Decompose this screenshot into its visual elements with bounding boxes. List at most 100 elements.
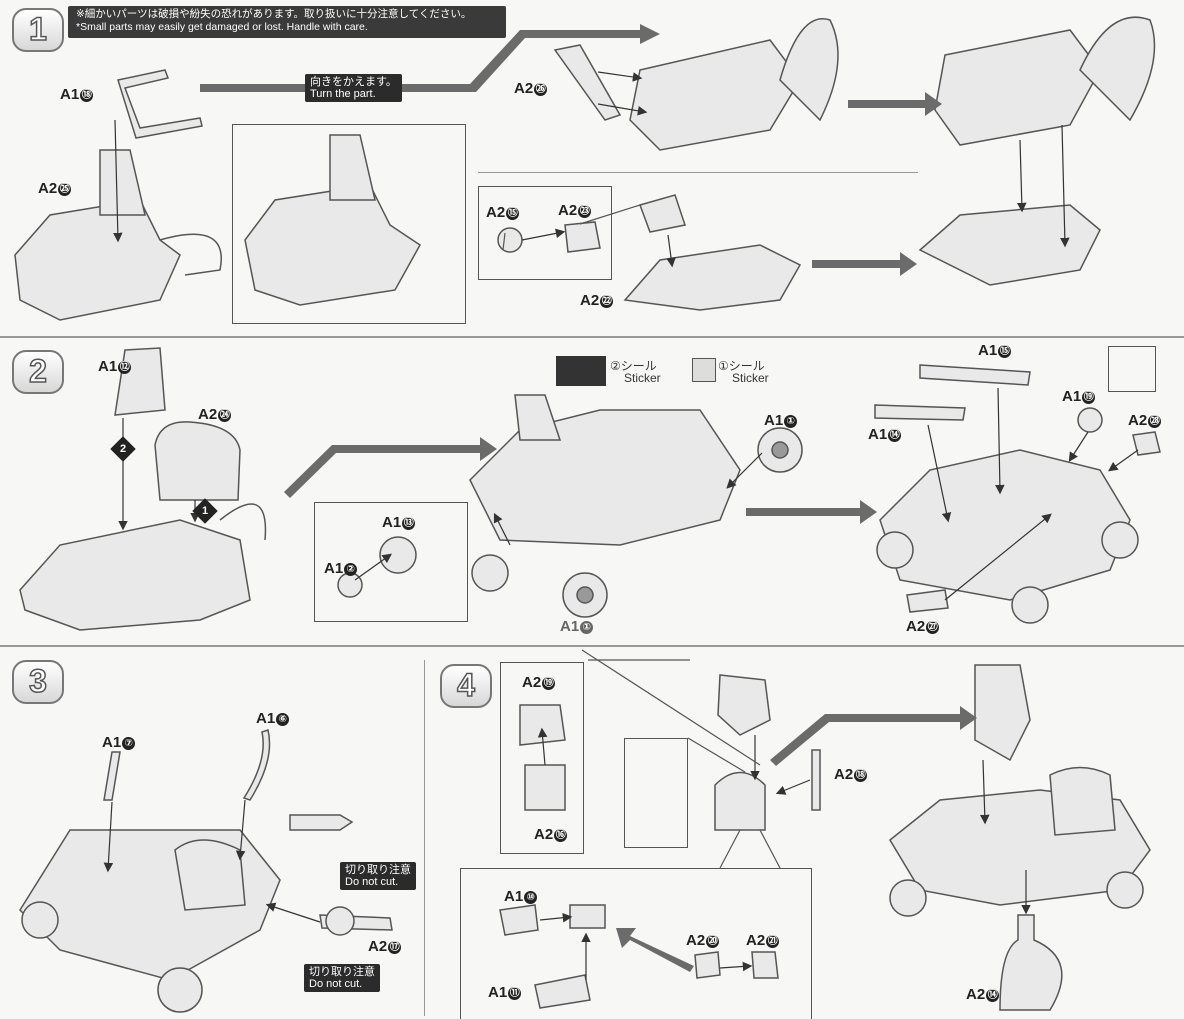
flow-arrow-s2a	[284, 437, 497, 498]
frame-step1-result	[934, 29, 1101, 146]
part-a1-6	[242, 729, 271, 801]
order-marker-2: 2	[110, 436, 136, 462]
detail-inset-step1	[232, 124, 466, 324]
figure-head	[717, 674, 771, 736]
chassis-step2-mid	[469, 409, 741, 546]
turn-part-note: 向きをかえます。 Turn the part.	[305, 74, 402, 102]
sticker-2-thumb	[556, 356, 606, 386]
figure-final	[974, 664, 1031, 762]
flow-arrow-s4a	[770, 706, 977, 766]
hub-left	[471, 554, 509, 592]
turn-part-jp: 向きをかえます。	[310, 76, 397, 88]
part-a1-7	[103, 751, 121, 801]
section-divider-1	[0, 336, 1184, 338]
part-a2-14-stand	[999, 914, 1063, 1011]
flow-arrow-s2b	[746, 500, 877, 524]
order-1-text: 1	[201, 505, 209, 517]
part-a1-18-shape	[117, 69, 203, 139]
flow-arrow-s1b	[848, 92, 942, 116]
detail-inset-wheel	[314, 502, 468, 622]
frame-step1-top	[629, 39, 801, 151]
sticker-1-label: ①シール Sticker	[718, 359, 769, 385]
part-a2-18	[811, 749, 821, 811]
part-a1-13	[379, 536, 417, 574]
figure-body	[714, 771, 766, 831]
part-a2-24	[154, 421, 241, 501]
part-a2-27	[906, 589, 949, 613]
part-a2-20	[694, 951, 721, 979]
detail-inset-a19	[1108, 346, 1156, 392]
part-a2-26	[553, 44, 622, 121]
step-4-badge: 4	[440, 664, 492, 708]
detail-inset-head	[500, 662, 584, 854]
step-3-badge: 3	[12, 660, 64, 704]
section-divider-2	[0, 645, 1184, 647]
step1-inner-divider	[478, 172, 918, 173]
part-a1-10	[499, 904, 539, 936]
warning-jp: ※細かいパーツは破損や紛失の恐れがあります。取り扱いに十分注意してください。	[76, 8, 472, 20]
warning-note: ※細かいパーツは破損や紛失の恐れがあります。取り扱いに十分注意してください。 *…	[68, 6, 506, 38]
detail-inset-nose	[478, 186, 612, 280]
step4-divider	[424, 660, 425, 1016]
order-marker-1: 1	[192, 498, 218, 524]
flow-arrow-s1c	[812, 252, 917, 276]
nose-result	[918, 204, 1101, 286]
flow-arrow-s1a	[200, 24, 660, 92]
turn-part-en: Turn the part.	[310, 88, 376, 100]
step-1-badge: 1	[12, 8, 64, 52]
caution-note-bottom: 切り取り注意 Do not cut.	[304, 964, 380, 992]
part-a2-22-nose	[623, 244, 802, 311]
sticker-1-thumb	[692, 358, 716, 382]
flow-arrow-s4b	[616, 928, 694, 972]
part-a2-25-chassis	[14, 199, 181, 321]
warning-en: *Small parts may easily get damaged or l…	[76, 21, 368, 33]
inset-chassis	[244, 184, 421, 306]
order-2-text: 2	[119, 443, 127, 455]
sticker-2-label: ②シール Sticker	[610, 359, 661, 385]
detail-inset-hands	[460, 868, 812, 1019]
step-2-badge: 2	[12, 350, 64, 394]
chassis-step2-result	[879, 449, 1131, 601]
part-a2-21	[751, 951, 779, 979]
part-a2-28	[1132, 431, 1161, 456]
part-a2-16	[524, 764, 566, 811]
detail-inset-seat	[624, 738, 688, 848]
part-a1-15-gun	[919, 364, 1031, 386]
part-a1-11	[534, 974, 591, 1009]
part-a2-17-top	[289, 814, 354, 831]
part-a2-19	[519, 704, 566, 746]
part-a1-14-gun	[874, 404, 966, 421]
chassis-step2-left	[19, 519, 251, 631]
caution-note-top: 切り取り注意 Do not cut.	[340, 862, 416, 890]
part-a1-19	[1077, 407, 1103, 433]
